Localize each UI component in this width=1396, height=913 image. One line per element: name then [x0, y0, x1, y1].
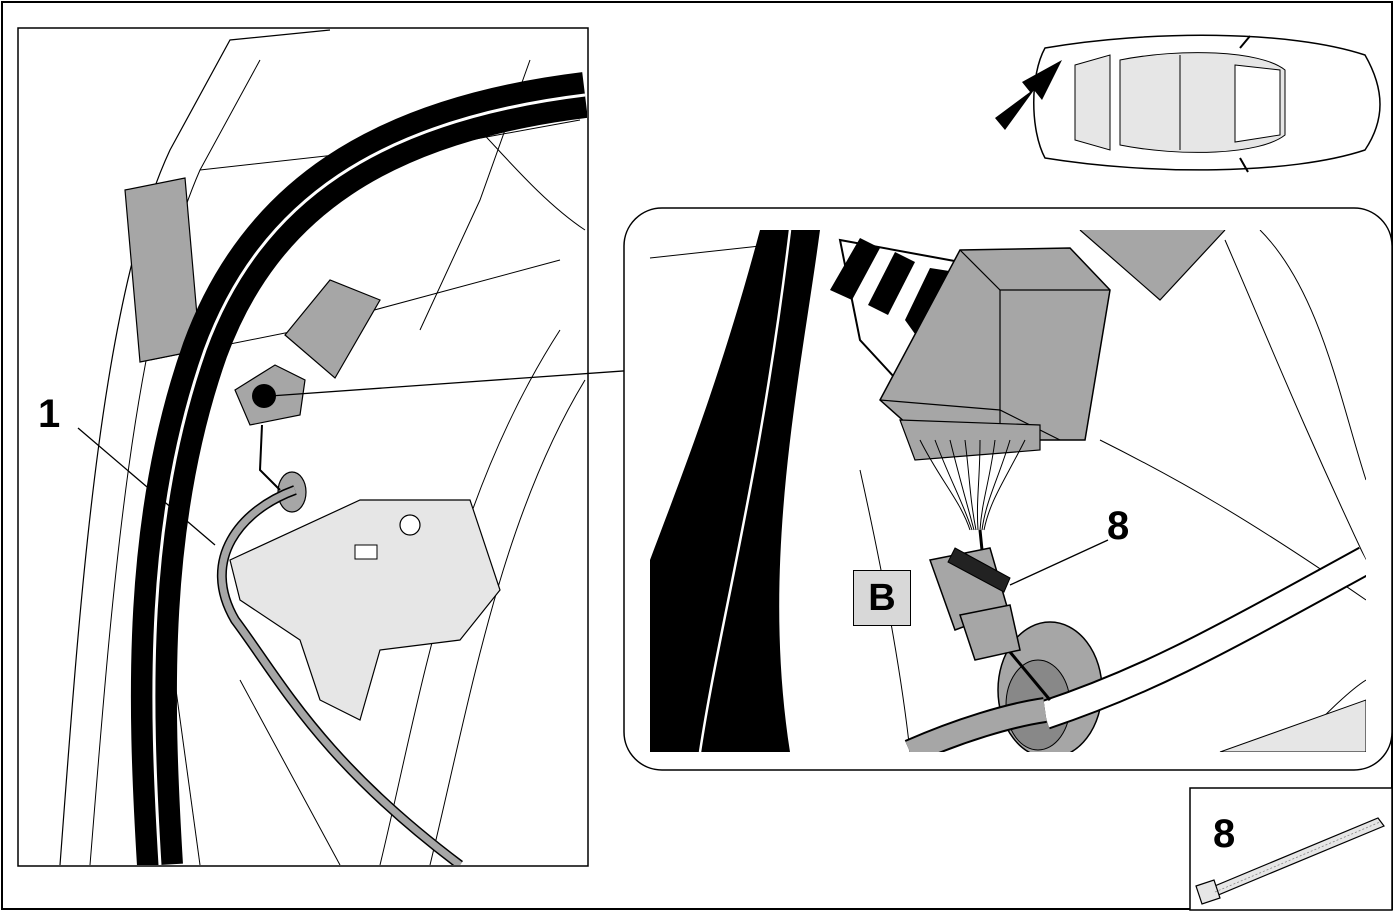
leader-8 — [1009, 539, 1109, 586]
callout-1: 1 — [38, 392, 61, 436]
floor-bracket — [229, 499, 501, 721]
part-box — [1189, 787, 1393, 911]
detail-view — [623, 207, 1393, 771]
main-view-frame — [17, 27, 589, 867]
detail-leader — [269, 367, 666, 397]
callout-8-detail: 8 — [1107, 504, 1130, 548]
wire-bundle — [919, 439, 1026, 531]
callout-b: B — [853, 570, 911, 626]
door-seal-detail — [650, 230, 820, 752]
vehicle-locator — [995, 34, 1381, 173]
module-bracket — [284, 279, 381, 379]
leader-1 — [77, 427, 216, 546]
cable-tie-detail — [947, 547, 1011, 593]
main-view — [17, 27, 589, 867]
detail-marker — [252, 384, 276, 408]
view-direction-arrow — [995, 60, 1062, 130]
callout-8-part: 8 — [1213, 812, 1236, 856]
wiring-harness — [218, 486, 463, 865]
